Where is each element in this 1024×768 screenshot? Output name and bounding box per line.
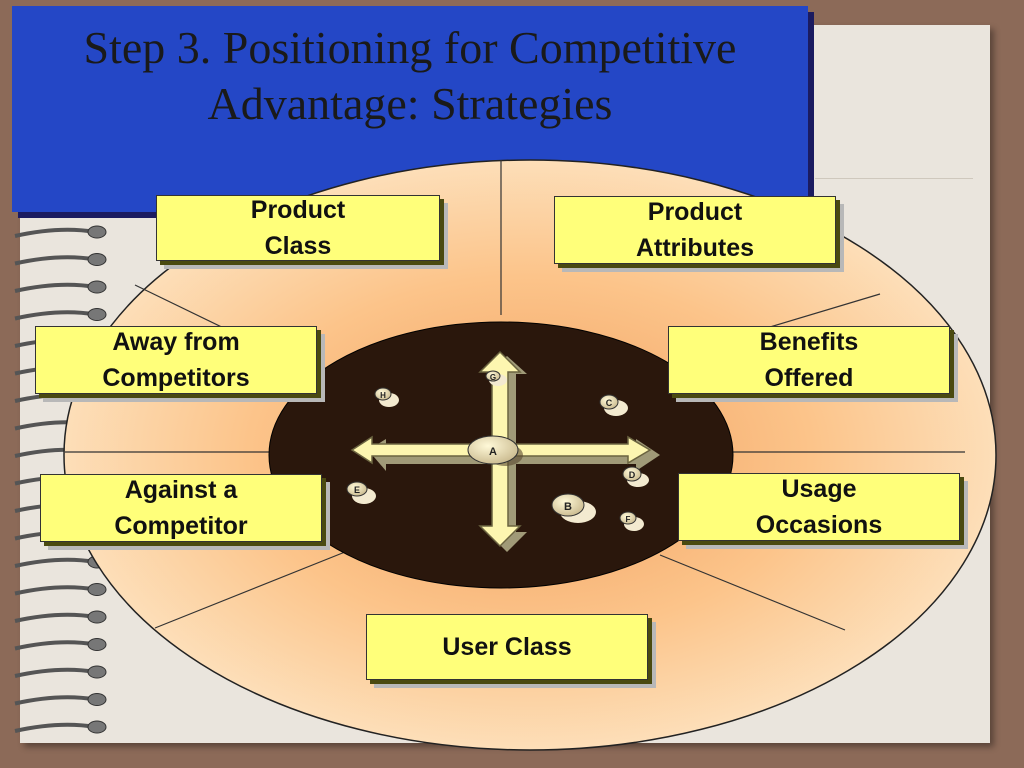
brand-e-label: E — [354, 485, 360, 495]
product-class-box: Product Class — [156, 195, 440, 261]
spiral-hole — [87, 308, 107, 321]
spiral-hole — [87, 693, 107, 706]
spiral-hole — [87, 583, 107, 596]
against-a-competitor-box: Against a Competitor — [40, 474, 322, 542]
spiral-hole — [87, 665, 107, 679]
brand-e: E — [346, 481, 376, 504]
spiral-hole — [87, 638, 107, 651]
usage-occasions-box: Usage Occasions — [678, 473, 960, 541]
brand-a-label: A — [489, 446, 497, 458]
brand-b: B — [551, 493, 596, 523]
brand-a: A — [467, 435, 523, 466]
brand-c: C — [599, 394, 628, 416]
spiral-hole — [87, 253, 107, 266]
product-attributes-box: Product Attributes — [554, 196, 836, 264]
brand-d: D — [622, 466, 649, 487]
brand-f-label: F — [626, 515, 631, 524]
brand-d-label: D — [629, 470, 636, 480]
brand-f: F — [619, 511, 644, 531]
brand-h-label: H — [380, 391, 386, 400]
spiral-hole — [87, 225, 107, 239]
benefits-offered-box: Benefits Offered — [668, 326, 950, 394]
away-from-competitors-box: Away from Competitors — [35, 326, 317, 394]
brand-c-label: C — [606, 398, 613, 408]
slide-title: Step 3. Positioning for Competitive Adva… — [83, 22, 737, 129]
spiral-hole — [87, 610, 107, 624]
brand-g-label: G — [490, 373, 496, 382]
paper-rule-line — [815, 178, 973, 179]
divider-lines — [65, 160, 965, 631]
brand-g: G — [485, 370, 507, 386]
spiral-hole — [87, 720, 107, 734]
user-class-box: User Class — [366, 614, 648, 680]
spiral-hole — [87, 280, 107, 294]
brand-h: H — [374, 387, 399, 407]
brand-b-label: B — [564, 501, 572, 513]
